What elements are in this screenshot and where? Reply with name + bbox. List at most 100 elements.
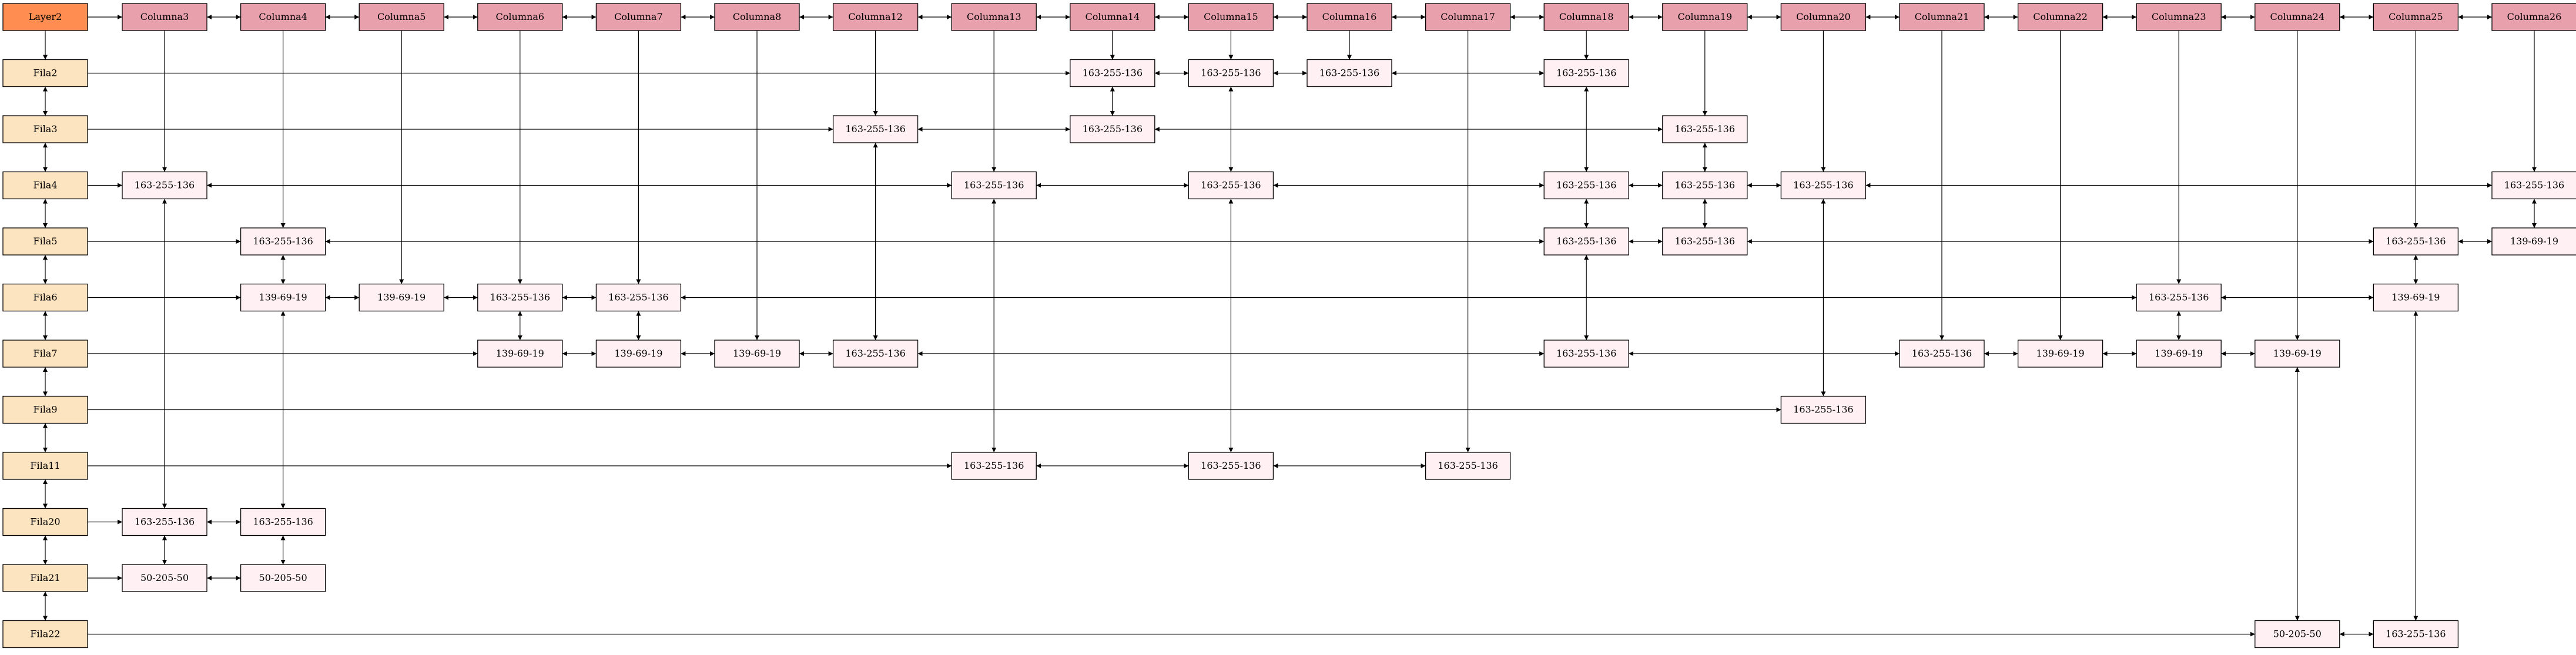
- cell-node-f6-c23-box: [2136, 283, 2222, 312]
- cell-node-f4-c19-box: [1662, 171, 1748, 200]
- column-node-c23-box: [2136, 3, 2222, 31]
- row-node-f6-box: [2, 283, 88, 312]
- row-node-f2: Fila2: [2, 59, 88, 88]
- cell-node-f2-c14-label: 163-255-136: [1083, 68, 1143, 79]
- cell-node-f20-c3: 163-255-136: [122, 508, 207, 536]
- column-node-c17-box: [1425, 3, 1511, 31]
- cell-node-f21-c4-label: 50-205-50: [259, 572, 307, 583]
- cell-node-f4-c18-box: [1543, 171, 1629, 200]
- column-node-c23-label: Columna23: [2152, 11, 2206, 22]
- cell-node-f4-c18-label: 163-255-136: [1556, 180, 1616, 191]
- cell-node-f6-c4-box: [240, 283, 326, 312]
- cell-node-f5-c18-box: [1543, 227, 1629, 256]
- column-node-c3-label: Columna3: [140, 11, 189, 22]
- cell-node-f5-c25-box: [2373, 227, 2459, 256]
- cell-node-f7-c22-label: 139-69-19: [2036, 348, 2085, 359]
- cell-node-f4-c15: 163-255-136: [1188, 171, 1274, 200]
- row-node-f6: Fila6: [2, 283, 88, 312]
- cell-node-f3-c14-box: [1070, 115, 1155, 143]
- cell-node-f7-c8-box: [714, 340, 800, 368]
- cell-node-f11-c13-box: [951, 452, 1037, 480]
- cell-node-f6-c6-box: [477, 283, 563, 312]
- cell-node-f2-c15-label: 163-255-136: [1201, 68, 1261, 79]
- column-node-c26-label: Columna26: [2507, 11, 2562, 22]
- column-node-c3-box: [122, 3, 207, 31]
- column-node-c5: Columna5: [359, 3, 444, 31]
- cell-node-f7-c24: 139-69-19: [2255, 340, 2340, 368]
- root-node-layer2: Layer2: [2, 3, 88, 31]
- cell-node-f7-c21: 163-255-136: [1899, 340, 1985, 368]
- cell-node-f6-c6: 163-255-136: [477, 283, 563, 312]
- cell-node-f22-c25-label: 163-255-136: [2386, 629, 2446, 640]
- cell-node-f11-c17-label: 163-255-136: [1438, 460, 1498, 471]
- column-node-c12-label: Columna12: [848, 11, 903, 22]
- column-node-c25-label: Columna25: [2389, 11, 2443, 22]
- cell-node-f2-c16: 163-255-136: [1307, 59, 1392, 88]
- cell-node-f7-c7-box: [595, 340, 682, 368]
- column-node-c22: Columna22: [2017, 3, 2103, 31]
- cell-node-f4-c19: 163-255-136: [1662, 171, 1748, 200]
- column-node-c12-box: [832, 3, 919, 31]
- cell-node-f4-c15-box: [1188, 171, 1274, 200]
- cell-node-f6-c4: 139-69-19: [240, 283, 326, 312]
- cell-node-f2-c18: 163-255-136: [1543, 59, 1629, 88]
- column-node-c7: Columna7: [595, 3, 682, 31]
- cell-node-f7-c8: 139-69-19: [714, 340, 800, 368]
- column-node-c23: Columna23: [2136, 3, 2222, 31]
- column-node-c5-label: Columna5: [377, 11, 426, 22]
- cell-node-f3-c14-label: 163-255-136: [1083, 123, 1143, 135]
- cell-node-f7-c22: 139-69-19: [2017, 340, 2103, 368]
- column-node-c16: Columna16: [1307, 3, 1392, 31]
- cell-node-f7-c6: 139-69-19: [477, 340, 563, 368]
- cell-node-f4-c13-label: 163-255-136: [964, 180, 1024, 191]
- cell-node-f11-c15-box: [1188, 452, 1274, 480]
- cell-node-f21-c3: 50-205-50: [122, 564, 207, 592]
- row-node-f3-label: Fila3: [33, 123, 57, 135]
- row-node-f4: Fila4: [2, 171, 88, 200]
- cell-node-f6-c5: 139-69-19: [359, 283, 444, 312]
- cell-node-f20-c4-box: [240, 508, 326, 536]
- cell-node-f4-c13-box: [951, 171, 1037, 200]
- cell-node-f2-c14-box: [1070, 59, 1155, 88]
- column-node-c19-box: [1662, 3, 1748, 31]
- cell-node-f6-c7-label: 163-255-136: [608, 292, 668, 303]
- column-node-c13: Columna13: [951, 3, 1037, 31]
- cell-node-f6-c23-label: 163-255-136: [2149, 292, 2209, 303]
- cell-node-f5-c4-box: [240, 227, 326, 256]
- cell-node-f4-c26-box: [2491, 171, 2576, 200]
- row-node-f21: Fila21: [2, 564, 88, 592]
- row-node-f9-label: Fila9: [33, 404, 57, 415]
- cell-node-f6-c25-label: 139-69-19: [2391, 292, 2440, 303]
- cell-node-f2-c15-box: [1188, 59, 1274, 88]
- column-node-c21-box: [1899, 3, 1985, 31]
- column-node-c15-label: Columna15: [1204, 11, 1258, 22]
- cell-node-f6-c4-label: 139-69-19: [259, 292, 307, 303]
- cell-node-f21-c4: 50-205-50: [240, 564, 326, 592]
- cell-node-f7-c6-box: [477, 340, 563, 368]
- cell-node-f11-c17-box: [1425, 452, 1511, 480]
- cell-node-f5-c4-label: 163-255-136: [253, 236, 313, 247]
- row-node-f9: Fila9: [2, 395, 88, 424]
- row-node-f7-label: Fila7: [33, 348, 57, 359]
- cell-node-f7-c23: 139-69-19: [2136, 340, 2222, 368]
- column-node-c24-label: Columna24: [2270, 11, 2324, 22]
- cell-node-f5-c4: 163-255-136: [240, 227, 326, 256]
- column-node-c14-label: Columna14: [1085, 11, 1140, 22]
- row-node-f9-box: [2, 395, 88, 424]
- column-node-c4: Columna4: [240, 3, 326, 31]
- row-node-f20: Fila20: [2, 508, 88, 536]
- column-node-c18-box: [1543, 3, 1629, 31]
- row-node-f7-box: [2, 340, 88, 368]
- cell-node-f7-c12-box: [832, 340, 919, 368]
- row-node-f22: Fila22: [2, 620, 88, 649]
- cell-node-f2-c14: 163-255-136: [1070, 59, 1155, 88]
- cell-node-f22-c24-box: [2255, 620, 2340, 649]
- cell-node-f9-c20-label: 163-255-136: [1793, 404, 1853, 415]
- cell-node-f3-c19-label: 163-255-136: [1675, 123, 1735, 135]
- cell-node-f4-c19-label: 163-255-136: [1675, 180, 1735, 191]
- column-node-c6-label: Columna6: [496, 11, 545, 22]
- row-node-f3: Fila3: [2, 115, 88, 143]
- column-node-c16-box: [1307, 3, 1392, 31]
- cell-node-f21-c3-label: 50-205-50: [140, 572, 189, 583]
